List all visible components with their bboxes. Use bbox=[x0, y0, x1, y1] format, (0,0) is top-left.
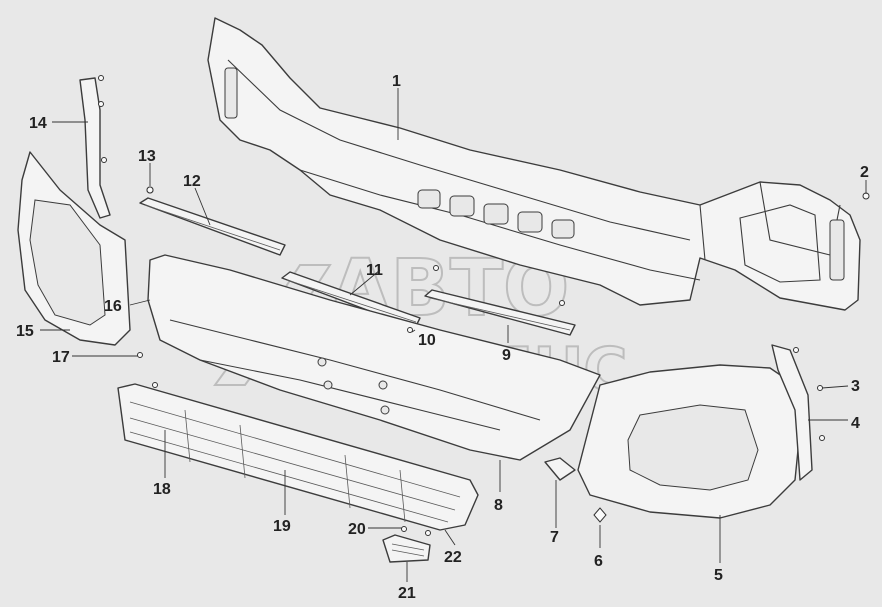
part-9-right-strip bbox=[424, 265, 576, 336]
callout-10: 10 bbox=[418, 332, 436, 349]
callout-15: 15 bbox=[16, 323, 34, 340]
part-8-lower-carrier bbox=[147, 254, 601, 461]
part-7-clip bbox=[544, 457, 576, 481]
part-14-left-bracket bbox=[79, 75, 111, 219]
part-10-fastener bbox=[407, 327, 413, 333]
part-19-lower-grille bbox=[117, 383, 479, 531]
callout-1: 1 bbox=[392, 73, 401, 90]
part-21-license-bracket bbox=[382, 534, 431, 563]
callout-3: 3 bbox=[851, 378, 860, 395]
part-13-fastener bbox=[146, 186, 154, 194]
callout-labels: 1 2 3 4 5 6 7 8 9 10 11 12 13 14 15 16 1… bbox=[16, 73, 869, 602]
callout-2: 2 bbox=[860, 164, 869, 181]
part-5-right-bumper-end bbox=[577, 364, 801, 519]
leader-lines bbox=[40, 88, 867, 582]
callout-22: 22 bbox=[444, 549, 462, 566]
callout-13: 13 bbox=[138, 148, 156, 165]
callout-18: 18 bbox=[153, 481, 171, 498]
callout-21: 21 bbox=[398, 585, 416, 602]
callout-17: 17 bbox=[52, 349, 70, 366]
callout-19: 19 bbox=[273, 518, 291, 535]
callout-8: 8 bbox=[494, 497, 503, 514]
part-20-fastener bbox=[401, 526, 431, 536]
part-12-upper-strip bbox=[139, 186, 286, 256]
part-4-right-bracket bbox=[771, 344, 825, 481]
callout-7: 7 bbox=[550, 529, 559, 546]
callout-12: 12 bbox=[183, 173, 201, 190]
part-15-left-bumper-end bbox=[17, 151, 131, 346]
callout-20: 20 bbox=[348, 521, 366, 538]
part-1-upper-frame bbox=[207, 17, 861, 311]
callout-16: 16 bbox=[104, 298, 122, 315]
callout-4: 4 bbox=[851, 415, 860, 432]
callout-11: 11 bbox=[366, 262, 383, 279]
part-17-fastener bbox=[137, 352, 158, 388]
callout-14: 14 bbox=[29, 115, 47, 132]
callout-9: 9 bbox=[502, 347, 511, 364]
callout-6: 6 bbox=[594, 553, 603, 570]
part-6-fastener bbox=[593, 507, 607, 523]
callout-5: 5 bbox=[714, 567, 723, 584]
